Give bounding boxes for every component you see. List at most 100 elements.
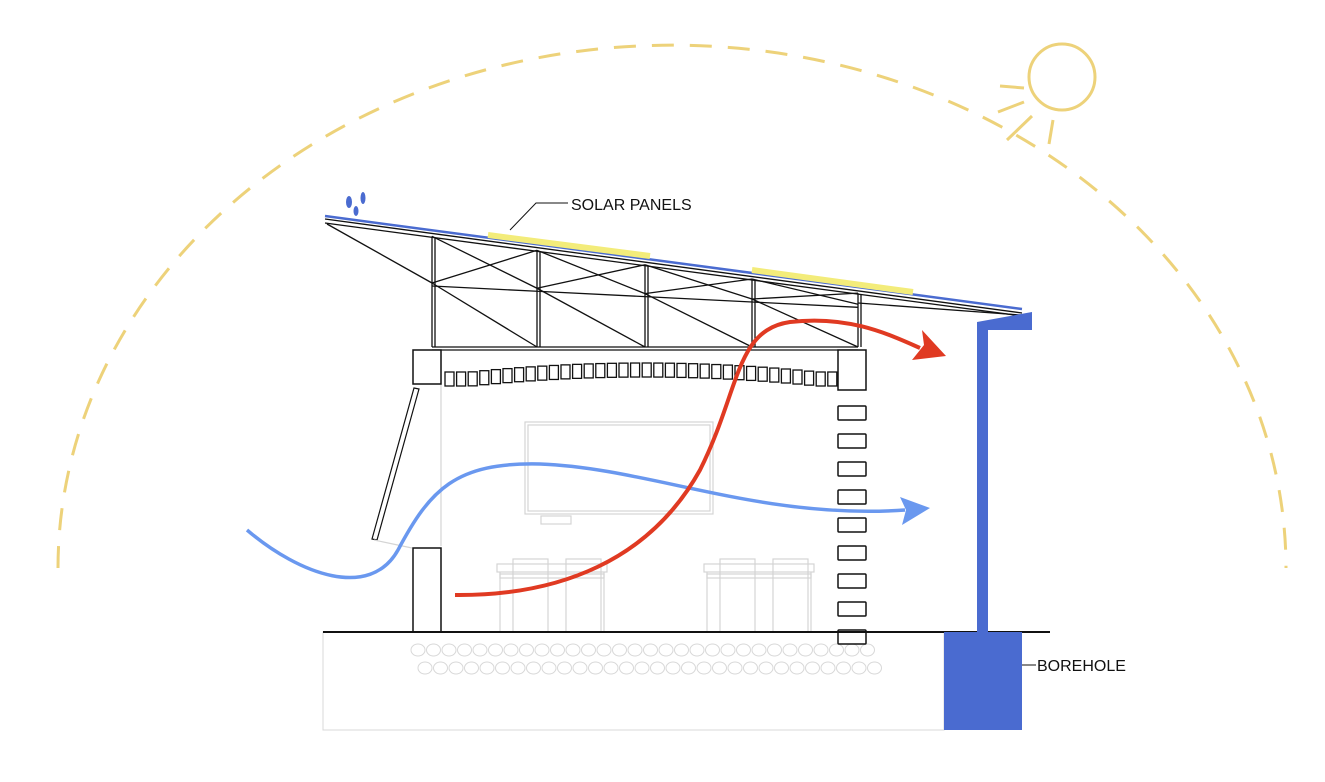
stone [588, 661, 603, 675]
vent-block [548, 364, 560, 381]
stone [479, 661, 495, 675]
truss-diagonal [751, 278, 859, 305]
stone [510, 661, 526, 675]
stone [410, 643, 426, 657]
vent-block-column [837, 405, 867, 645]
stone [782, 643, 798, 657]
truss-diagonal [431, 249, 538, 284]
vent-block [837, 461, 867, 477]
interior-furniture [440, 350, 815, 633]
beam-end-right [837, 349, 867, 391]
stone [681, 661, 696, 675]
desk-group-right [703, 558, 815, 633]
vent-block [687, 363, 699, 379]
vent-block [641, 362, 652, 378]
stone [736, 643, 751, 657]
vent-block [571, 363, 583, 380]
vent-block [711, 363, 722, 380]
stone [596, 643, 612, 657]
truss-diagonal [751, 292, 859, 300]
sun-icon [997, 42, 1097, 145]
stone [519, 643, 534, 657]
stone [503, 643, 519, 657]
stone [488, 643, 503, 657]
vent-block [606, 362, 618, 378]
vent-block [479, 370, 490, 386]
whiteboard [524, 421, 714, 515]
truss-diagonal [751, 298, 859, 348]
vent-block [583, 363, 594, 379]
stone [851, 661, 867, 675]
stone [867, 661, 882, 675]
truss-diagonal [644, 278, 753, 295]
stone [534, 643, 550, 657]
truss-mid-chord [431, 285, 538, 292]
vent-block [837, 433, 867, 449]
vent-block [757, 366, 768, 382]
truss-diagonal [431, 235, 538, 289]
stone [472, 643, 488, 657]
cool-air-flow-arrow [245, 462, 906, 580]
borehole-label: BOREHOLE [1037, 658, 1126, 675]
stone [541, 661, 557, 675]
stone [581, 643, 596, 657]
stone [798, 643, 813, 657]
cool-air-arrowhead [900, 497, 930, 525]
stone [572, 661, 588, 675]
truss-diagonal [644, 293, 753, 348]
vent-block [837, 573, 867, 589]
vent-block [827, 371, 838, 387]
vent-block [837, 601, 867, 617]
arched-vent-blocks [444, 362, 838, 387]
vent-block [629, 362, 641, 378]
rainwater-downpipe [977, 312, 1032, 632]
solar-panels-label: SOLAR PANELS [571, 197, 692, 214]
stone [743, 661, 758, 675]
vent-block [676, 362, 687, 379]
vent-block [618, 362, 629, 378]
stone [674, 643, 689, 657]
vent-block [837, 489, 867, 505]
vent-block [537, 365, 548, 381]
truss-mid-chord [536, 290, 646, 298]
truss-diagonal [431, 282, 538, 348]
sun-path-arc [56, 43, 1288, 569]
vent-block [837, 405, 867, 421]
truss-diagonal [644, 264, 753, 300]
stone [829, 643, 844, 657]
stone [643, 643, 658, 657]
vent-block [664, 362, 676, 378]
stone [627, 643, 643, 657]
stone [495, 661, 510, 675]
stone [464, 661, 479, 675]
vent-block [490, 368, 502, 385]
solar-panels-leader [509, 202, 568, 231]
vent-block [455, 371, 467, 387]
low-wall [412, 547, 442, 633]
stone [619, 661, 634, 675]
vent-block [837, 545, 867, 561]
vent-block [792, 369, 803, 385]
stone [612, 643, 627, 657]
vent-block [525, 366, 536, 382]
vent-block [653, 362, 664, 378]
roof-truss [324, 218, 1023, 351]
vent-block [444, 371, 455, 387]
vent-block [560, 364, 571, 380]
stone [860, 643, 875, 657]
vent-block [815, 371, 826, 387]
stone [441, 643, 457, 657]
stone [712, 661, 727, 675]
stone [751, 643, 767, 657]
stone [696, 661, 712, 675]
stone [820, 661, 836, 675]
stone [433, 661, 448, 675]
stone [550, 643, 565, 657]
beam-end-left [412, 349, 442, 385]
truss-diagonal [536, 264, 646, 289]
rain-drops-icon [346, 192, 366, 216]
solar-panel [751, 267, 914, 295]
stone [705, 643, 720, 657]
vent-block [467, 371, 478, 387]
vent-block [699, 363, 710, 379]
